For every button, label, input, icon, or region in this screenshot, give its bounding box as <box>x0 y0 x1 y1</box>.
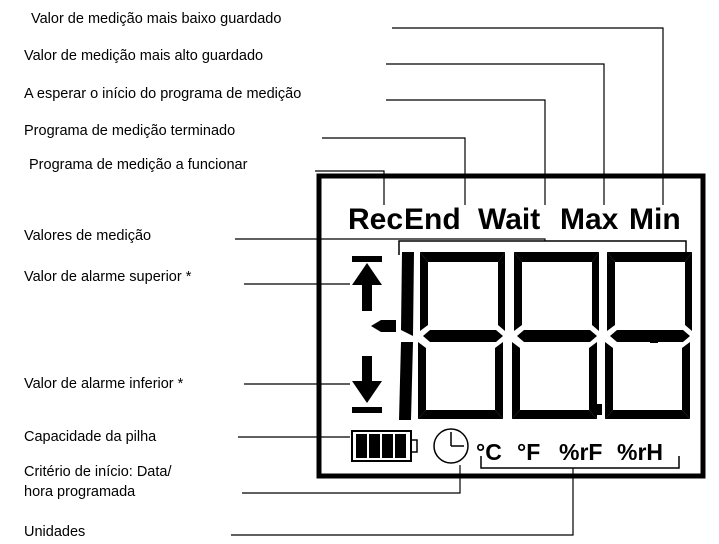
values-bracket <box>398 240 687 255</box>
label-end: Programa de medição terminado <box>24 123 236 139</box>
status-end: End <box>404 203 461 236</box>
status-wait: Wait <box>478 203 540 236</box>
label-rec: Programa de medição a funcionar <box>29 157 248 173</box>
label-values: Valores de medição <box>24 228 152 244</box>
leader-lines <box>231 27 664 536</box>
alarm-high-arrow-icon <box>352 256 382 311</box>
label-wait: A esperar o início do programa de mediçã… <box>24 86 302 102</box>
status-min: Min <box>629 203 681 236</box>
label-alarm-low: Valor de alarme inferior * <box>24 376 184 392</box>
digit-2 <box>418 252 505 419</box>
label-min-value: Valor de medição mais baixo guardado <box>31 11 282 27</box>
units-bracket <box>480 456 680 469</box>
unit-percent-rf: %rF <box>559 439 602 465</box>
decimal-point <box>593 404 602 415</box>
alarm-low-arrow-icon <box>352 356 382 413</box>
clock-icon <box>433 428 469 464</box>
label-battery: Capacidade da pilha <box>24 429 157 445</box>
unit-fahrenheit: °F <box>517 439 540 465</box>
label-units: Unidades <box>24 524 86 540</box>
label-alarm-high: Valor de alarme superior * <box>24 269 192 285</box>
digit-4 <box>605 252 692 419</box>
lcd-frame <box>316 173 706 479</box>
battery-icon <box>351 430 418 462</box>
unit-celsius: °C <box>476 439 502 465</box>
status-rec: Rec <box>348 203 403 236</box>
digit-3 <box>512 252 599 419</box>
small-dash <box>650 341 658 343</box>
label-start-criterion-line2: hora programada <box>24 484 136 500</box>
leader-min <box>392 27 664 205</box>
label-start-criterion-line1: Critério de início: Data/ <box>24 464 172 480</box>
unit-percent-rh: %rH <box>617 439 663 465</box>
minus-segment <box>371 320 396 332</box>
digit-one <box>399 252 414 420</box>
label-max-value: Valor de medição mais alto guardado <box>24 48 264 64</box>
status-max: Max <box>560 203 619 236</box>
